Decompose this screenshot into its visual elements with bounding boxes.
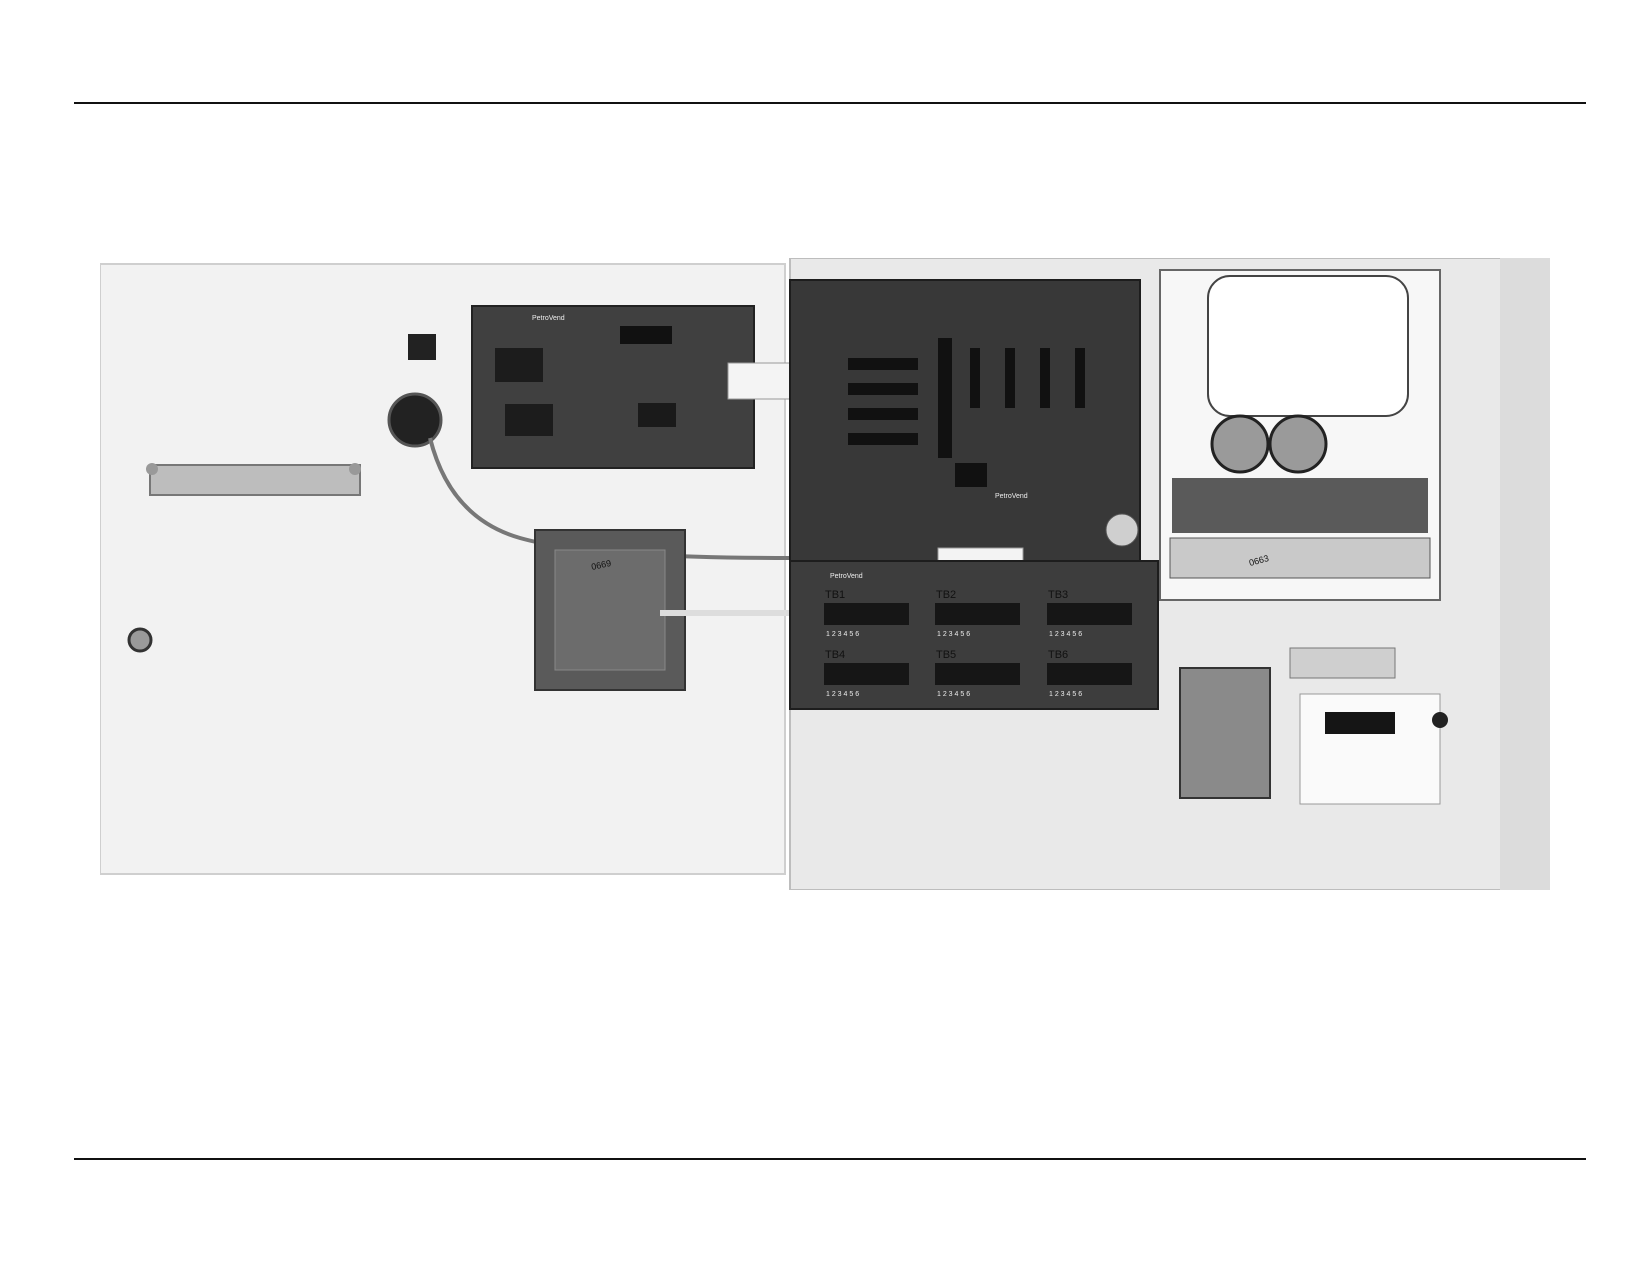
modem-board [471, 305, 755, 469]
door-handle [149, 464, 361, 496]
modem-brand: PetroVend [532, 315, 565, 322]
terminal-board-brand: PetroVend [830, 573, 863, 580]
header-rule [74, 102, 1586, 104]
terminal-block-tb4: TB4 1 2 3 4 5 6 [824, 649, 909, 698]
tb-numbers: 1 2 3 4 5 6 [826, 631, 859, 638]
tb-label: TB1 [825, 589, 845, 601]
power-terminal-bracket [1299, 693, 1441, 805]
cpu-board [789, 279, 1141, 571]
terminal-block-tb3: TB3 1 2 3 4 5 6 [1047, 589, 1132, 638]
terminal-block-tb1: TB1 1 2 3 4 5 6 [824, 589, 909, 638]
terminal-block-tb6: TB6 1 2 3 4 5 6 [1047, 649, 1132, 698]
tb-numbers: 1 2 3 4 5 6 [1049, 691, 1082, 698]
door-lock [127, 627, 153, 653]
footer-rule [74, 1158, 1586, 1160]
terminal-block-tb2: TB2 1 2 3 4 5 6 [935, 589, 1020, 638]
transformer [1179, 667, 1271, 799]
tb-label: TB6 [1048, 649, 1068, 661]
tb-label: TB2 [936, 589, 956, 601]
buzzer [387, 392, 443, 448]
cpu-board-brand: PetroVend [995, 493, 1028, 500]
tb-numbers: 1 2 3 4 5 6 [937, 691, 970, 698]
tb-label: TB4 [825, 649, 845, 661]
keypad-handwritten-number: 0669 [590, 558, 612, 572]
paper-roll [1207, 275, 1409, 417]
tb-numbers: 1 2 3 4 5 6 [1049, 631, 1082, 638]
terminal-block-tb5: TB5 1 2 3 4 5 6 [935, 649, 1020, 698]
tb-label: TB3 [1048, 589, 1068, 601]
equipment-photo: PetroVend 0669 PetroVend PetroVend TB1 1… [100, 258, 1550, 890]
tb-label: TB5 [936, 649, 956, 661]
tb-numbers: 1 2 3 4 5 6 [937, 631, 970, 638]
tb-numbers: 1 2 3 4 5 6 [826, 691, 859, 698]
